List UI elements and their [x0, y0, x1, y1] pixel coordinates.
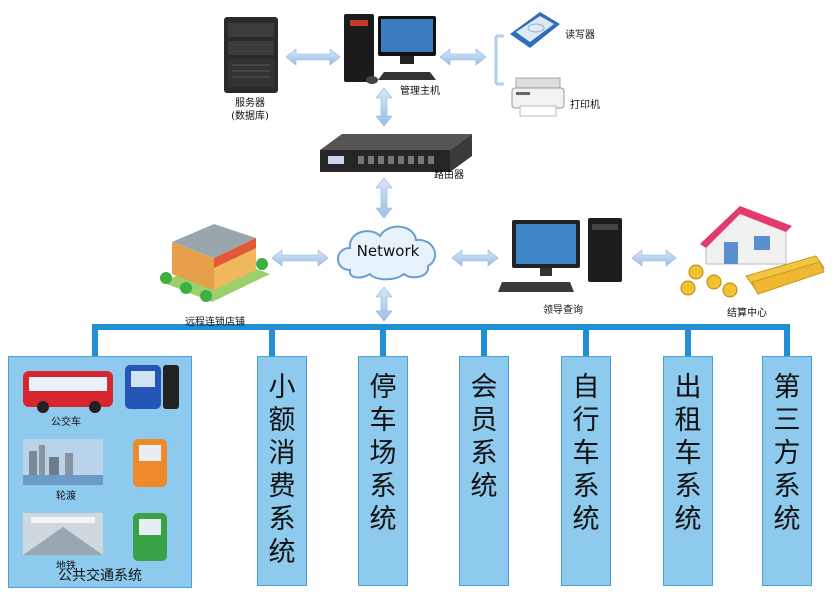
bus-label: 公交车	[51, 417, 81, 428]
system-label: 停车场系统	[369, 372, 397, 535]
metro-label: 地铁	[56, 561, 76, 572]
ferry-label: 轮渡	[56, 491, 76, 502]
card-terminal-orange-icon	[133, 439, 167, 487]
transit-illustrations	[23, 365, 179, 561]
printer-icon	[511, 77, 565, 117]
settlement-label: 结算中心	[727, 308, 767, 319]
server-label: 服务器 (数据库)	[231, 98, 269, 122]
system-bus	[92, 324, 790, 358]
card-terminal-icon	[125, 365, 179, 409]
public-transit-box: 公交车 轮渡 地铁 公共交通系统	[8, 356, 192, 588]
leader-query-node	[496, 216, 632, 298]
server-icon	[224, 17, 278, 93]
arrow-admin-router	[375, 87, 393, 127]
bus-icon	[23, 371, 113, 413]
workstation-icon	[498, 218, 622, 292]
printer-node	[510, 74, 566, 118]
reader-label: 读写器	[565, 30, 595, 41]
cloud-icon	[337, 225, 437, 281]
system-label: 小额消费系统	[268, 372, 296, 568]
system-box-third-party: 第三方系统	[762, 356, 812, 586]
router-label: 路由器	[434, 170, 464, 181]
arrow-network-bus	[375, 286, 393, 322]
system-box-member: 会员系统	[459, 356, 509, 586]
chain-store-node	[152, 212, 272, 304]
network-cloud: Network	[330, 218, 446, 284]
system-label: 自行车系统	[572, 372, 600, 535]
public-transit-title: 公共交通系统	[58, 568, 142, 584]
admin-host-node	[340, 10, 440, 86]
card-terminal-green-icon	[133, 513, 167, 561]
server-node	[222, 15, 280, 95]
system-box-small-consumption: 小额消费系统	[257, 356, 307, 586]
leader-query-label: 领导查询	[543, 305, 583, 316]
system-box-parking: 停车场系统	[358, 356, 408, 586]
store-icon	[160, 224, 270, 302]
admin-host-label: 管理主机	[400, 86, 440, 97]
metro-icon	[23, 513, 103, 555]
card-reader-icon	[510, 12, 560, 48]
desktop-computer-icon	[344, 14, 436, 84]
system-box-taxi: 出租车系统	[663, 356, 713, 586]
system-label: 第三方系统	[773, 372, 801, 535]
house-money-icon	[680, 206, 825, 298]
reader-node	[506, 8, 562, 52]
arrow-admin-peripherals	[439, 48, 487, 66]
network-label: Network	[356, 242, 420, 260]
ferry-icon	[23, 439, 103, 485]
router-icon	[320, 134, 472, 172]
arrow-router-network	[375, 177, 393, 219]
arrow-query-settlement	[631, 249, 677, 267]
peripheral-bracket	[494, 34, 504, 86]
arrow-store-network	[271, 249, 329, 267]
system-label: 会员系统	[470, 372, 498, 502]
arrow-network-query	[451, 249, 499, 267]
system-label: 出租车系统	[674, 372, 702, 535]
printer-label: 打印机	[570, 100, 600, 111]
chain-store-label: 远程连锁店铺	[185, 317, 245, 328]
settlement-node	[676, 202, 826, 300]
system-box-bicycle: 自行车系统	[561, 356, 611, 586]
arrow-server-admin	[285, 48, 341, 66]
router-node	[318, 132, 474, 178]
